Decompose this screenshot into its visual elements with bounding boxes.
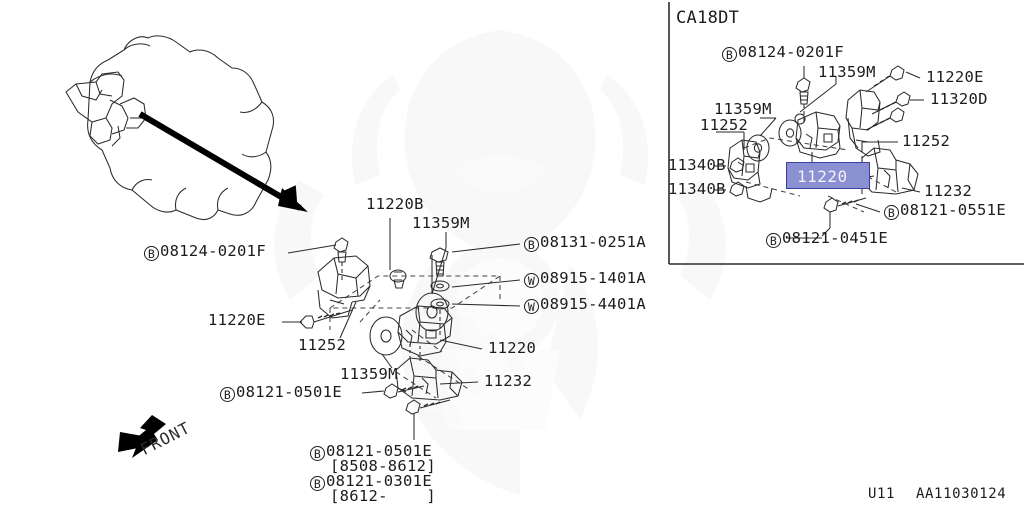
background-watermark: [273, 30, 727, 495]
label-text: 08121-0301E: [326, 472, 432, 490]
inset-assembly-artwork: [714, 65, 919, 237]
label-main-11220B: 11220B: [366, 196, 424, 213]
label-text: 08121-0501E: [236, 383, 342, 401]
label-text: 11340B: [668, 156, 726, 174]
label-main-11252: 11252: [298, 337, 346, 354]
label-main-11359M-top: 11359M: [412, 215, 470, 232]
label-text: 11220E: [208, 311, 266, 329]
main-leader-lines: [282, 218, 521, 394]
label-text: 11220E: [926, 68, 984, 86]
label-inset-11232: 11232: [924, 183, 972, 200]
view-direction-arrow: [138, 111, 308, 212]
highlighted-part-number-text: 11220: [797, 167, 848, 186]
washer-symbol-icon: W: [524, 299, 539, 314]
highlighted-part-number-box[interactable]: [786, 162, 870, 189]
label-inset-11340B-b: 11340B: [668, 181, 726, 198]
label-text: 11320D: [930, 90, 988, 108]
label-text: 08915-4401A: [540, 295, 646, 313]
bolt-symbol-icon: B: [884, 205, 899, 220]
sheet-id: AA11030124: [916, 486, 1006, 502]
label-text: CA18DT: [676, 8, 740, 28]
label-text: 08121-0501E: [326, 442, 432, 460]
label-main-11220E: 11220E: [208, 312, 266, 329]
inset-box-frame: [668, 2, 1024, 265]
label-text: 11359M: [714, 100, 772, 118]
label-text: 11232: [484, 372, 533, 390]
label-text: 08124-0201F: [160, 242, 266, 260]
bolt-symbol-icon: B: [220, 387, 235, 402]
label-inset-11320D: 11320D: [930, 91, 988, 108]
bolt-symbol-icon: B: [144, 246, 159, 261]
bolt-symbol-icon: B: [722, 47, 737, 62]
label-inset-11252-left: 11252: [700, 117, 748, 134]
label-text: 08131-0251A: [540, 233, 646, 251]
dated-note-0-range: [8508-8612]: [330, 458, 436, 475]
label-text: AA11030124: [916, 486, 1007, 502]
label-inset-11359M-left: 11359M: [714, 101, 772, 118]
label-text: 08121-0551E: [900, 201, 1006, 219]
inset-title: CA18DT: [676, 10, 739, 27]
label-text: 11252: [298, 336, 347, 354]
label-text: 11252: [902, 132, 951, 150]
label-text: [8612- ]: [330, 487, 436, 505]
label-text: [8508-8612]: [330, 457, 436, 475]
inset-leader-lines: [716, 66, 924, 239]
label-main-11232: 11232: [484, 373, 532, 390]
dated-note-1-range: [8612- ]: [330, 488, 436, 505]
front-direction-arrow: [118, 415, 166, 458]
label-inset-11359M-top: 11359M: [818, 64, 876, 81]
sheet-code: U11: [868, 486, 895, 502]
label-text: U11: [868, 486, 896, 502]
label-text: 11232: [924, 182, 973, 200]
label-inset-11220E: 11220E: [926, 69, 984, 86]
washer-symbol-icon: W: [524, 273, 539, 288]
bolt-symbol-icon: B: [524, 237, 539, 252]
label-text: 11359M: [818, 63, 876, 81]
label-text: 11220B: [366, 195, 424, 213]
label-text: 11359M: [340, 365, 398, 383]
label-text: 11340B: [668, 180, 726, 198]
label-inset-11340B-a: 11340B: [668, 157, 726, 174]
engine-outline-illustration: [65, 35, 275, 221]
bolt-symbol-icon: B: [310, 476, 325, 491]
label-inset-11252-right: 11252: [902, 133, 950, 150]
label-text: 11359M: [412, 214, 470, 232]
label-text: 08124-0201F: [738, 43, 844, 61]
label-text: 11220: [488, 339, 537, 357]
label-main-11359M-low: 11359M: [340, 366, 398, 383]
bolt-symbol-icon: B: [766, 233, 781, 248]
label-text: 08915-1401A: [540, 269, 646, 287]
bolt-symbol-icon: B: [310, 446, 325, 461]
label-main-11220: 11220: [488, 340, 536, 357]
label-text: 08121-0451E: [782, 229, 888, 247]
label-text: 11252: [700, 116, 749, 134]
